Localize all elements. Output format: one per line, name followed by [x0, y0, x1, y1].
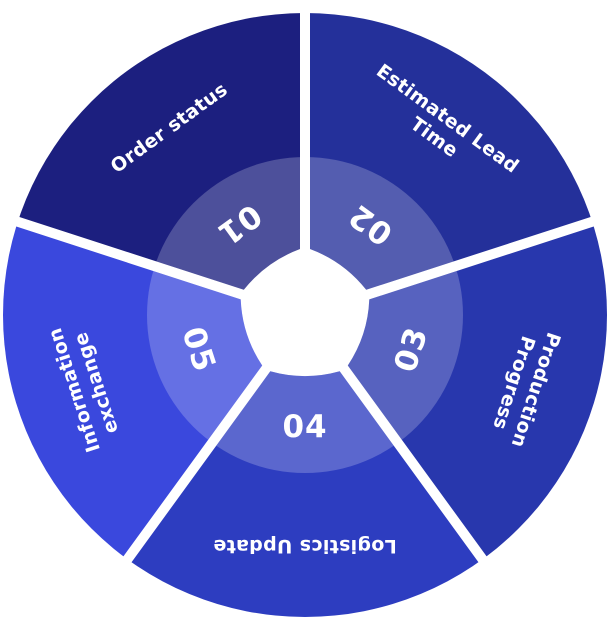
segment-04-label-line: Logistics Update — [213, 535, 397, 557]
segment-01-shape — [3, 13, 300, 290]
segment-02-shape — [310, 13, 607, 290]
segment-04-shape — [108, 371, 502, 617]
segment-04-label: Logistics Update — [213, 535, 397, 557]
segment-04-number: 04 — [282, 409, 327, 445]
